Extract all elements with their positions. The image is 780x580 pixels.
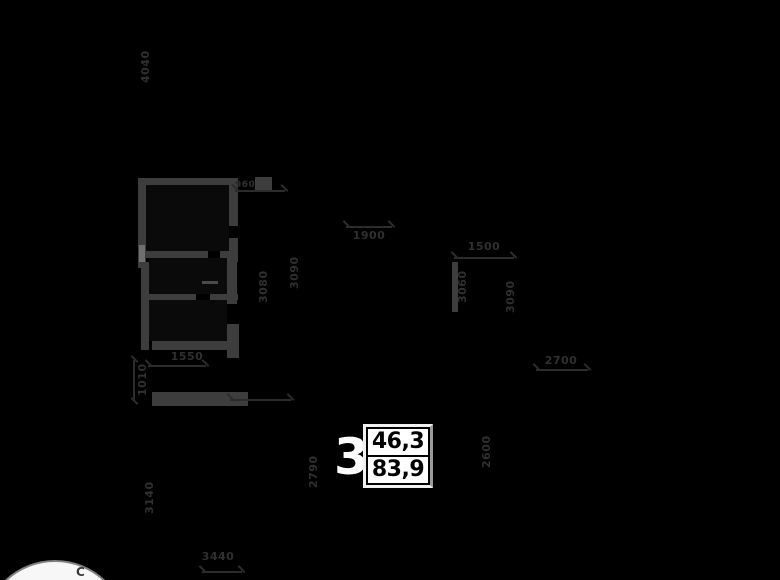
dimension-label-badge-side-vertical: 2600 (480, 435, 493, 469)
window-mark-left (139, 245, 145, 262)
dimension-label-right-span: 2700 (544, 354, 578, 367)
dim-line-bottom-width (202, 571, 242, 573)
dim-line-right-span (536, 369, 588, 371)
dim-line-balcony-width (148, 365, 206, 367)
dim-line-center (230, 399, 291, 401)
apartment-badge[interactable]: 3 46,3 83,9 (334, 424, 434, 488)
dimension-label-room-inner-vertical: 3080 (257, 270, 270, 304)
dimension-label-balcony-width: 1550 (170, 350, 204, 363)
living-area-value: 46,3 (368, 429, 428, 455)
area-box: 46,3 83,9 (363, 424, 433, 488)
room-interior-top (146, 185, 229, 251)
dim-line-top-width (346, 226, 392, 228)
dim-line-right-width (454, 257, 514, 259)
wall-lower-horizontal-left (149, 294, 196, 300)
wall-left-upper (138, 178, 146, 268)
dimension-label-far-right-vertical: 3090 (504, 280, 517, 314)
wall-right-upper (229, 178, 238, 226)
wall-middle-horizontal-left (146, 251, 208, 258)
wall-right-upper-2 (229, 238, 238, 262)
dimension-label-room-outer-vertical: 3090 (288, 256, 301, 290)
door-leaf-mark (202, 281, 218, 284)
dimension-label-lower-left-vertical: 3140 (143, 481, 156, 515)
wall-right-block (452, 262, 458, 312)
dimension-label-right-width: 1500 (467, 240, 501, 253)
wall-middle-horizontal-right (220, 251, 238, 258)
dimension-label-right-wall-vertical: 3060 (456, 270, 469, 304)
total-area-value: 83,9 (368, 457, 428, 483)
wall-bottom (152, 341, 238, 350)
wall-top (138, 178, 238, 185)
dimension-label-bottom-width: 3440 (201, 550, 235, 563)
wall-balcony-bar (152, 392, 248, 406)
dimension-label-entry-top: 960 (235, 180, 256, 190)
dimension-label-top-width: 1900 (352, 229, 386, 242)
compass-circle (0, 560, 128, 580)
dimension-label-top-left-vertical: 4040 (139, 50, 152, 84)
dimension-label-center-vertical: 2790 (307, 455, 320, 488)
wall-left-middle (141, 262, 149, 350)
compass-north-label: С (76, 565, 85, 579)
room-count-label: 3 (334, 428, 369, 486)
room-interior-middle (149, 258, 227, 294)
wall-right-middle (227, 258, 237, 304)
wall-lower-horizontal-right (210, 294, 238, 300)
dim-line-entry-top (235, 190, 285, 192)
room-interior-lower (149, 300, 227, 341)
dimension-label-balcony-depth: 1010 (136, 363, 149, 397)
dim-line-balcony-depth (133, 360, 135, 400)
wall-entry-column (255, 177, 272, 192)
